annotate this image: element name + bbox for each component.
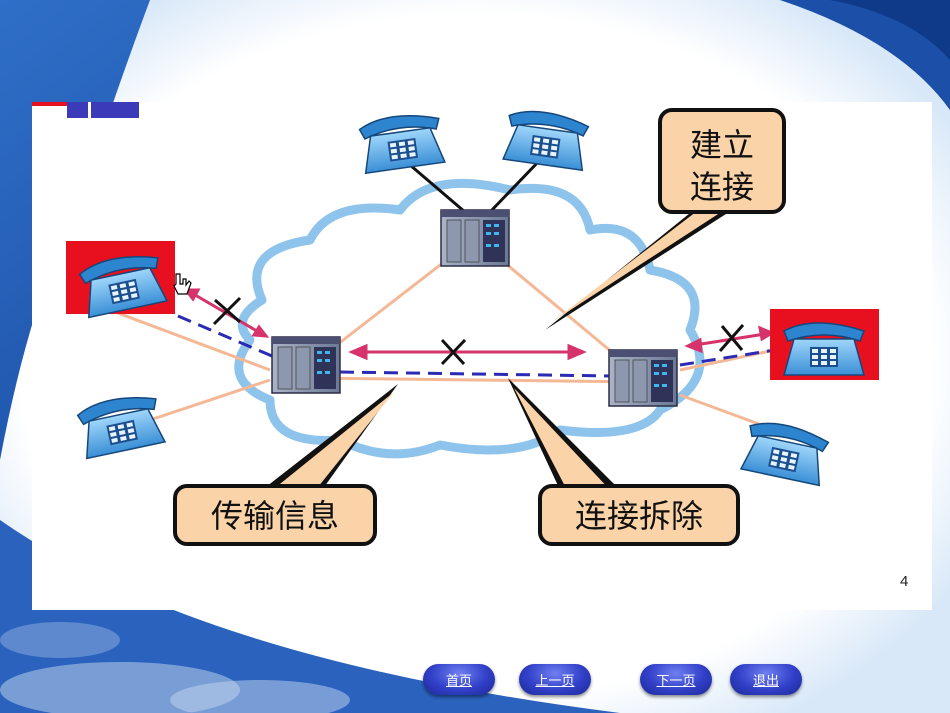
- callout-teardown-text: 连接拆除: [575, 497, 703, 535]
- prev-page-button-label: 上一页: [535, 674, 575, 689]
- phone-icon: [783, 322, 865, 376]
- hand-cursor-icon: [173, 273, 192, 295]
- callout-teardown: 连接拆除: [508, 378, 740, 546]
- phone-icon: [75, 390, 166, 460]
- page-number: 4: [900, 573, 909, 590]
- phone-icon: [740, 417, 831, 487]
- switch-icon: [271, 336, 341, 394]
- switch-icon: [440, 209, 510, 267]
- exit-button[interactable]: 退出: [730, 664, 802, 695]
- prev-page-button[interactable]: 上一页: [519, 664, 591, 695]
- home-button-label: 首页: [445, 674, 472, 689]
- network-cloud: [234, 178, 705, 459]
- switch-icon: [608, 349, 678, 407]
- connection-arrows: [182, 288, 776, 361]
- next-page-button-label: 下一页: [656, 674, 696, 689]
- callout-establish-line2: 连接: [690, 168, 754, 206]
- phone-icon: [502, 106, 591, 171]
- disconnect-marks: [212, 296, 745, 366]
- exit-button-label: 退出: [752, 674, 779, 689]
- callout-transmit: 传输信息: [173, 384, 398, 546]
- callout-establish: 建立 连接: [545, 108, 786, 330]
- next-page-button[interactable]: 下一页: [640, 664, 712, 695]
- access-lines: [409, 158, 542, 214]
- callout-establish-line1: 建立: [690, 126, 754, 164]
- phone-icon: [357, 109, 446, 174]
- callout-transmit-text: 传输信息: [211, 497, 339, 535]
- signal-path-dashed: [177, 314, 776, 378]
- home-button[interactable]: 首页: [423, 664, 495, 695]
